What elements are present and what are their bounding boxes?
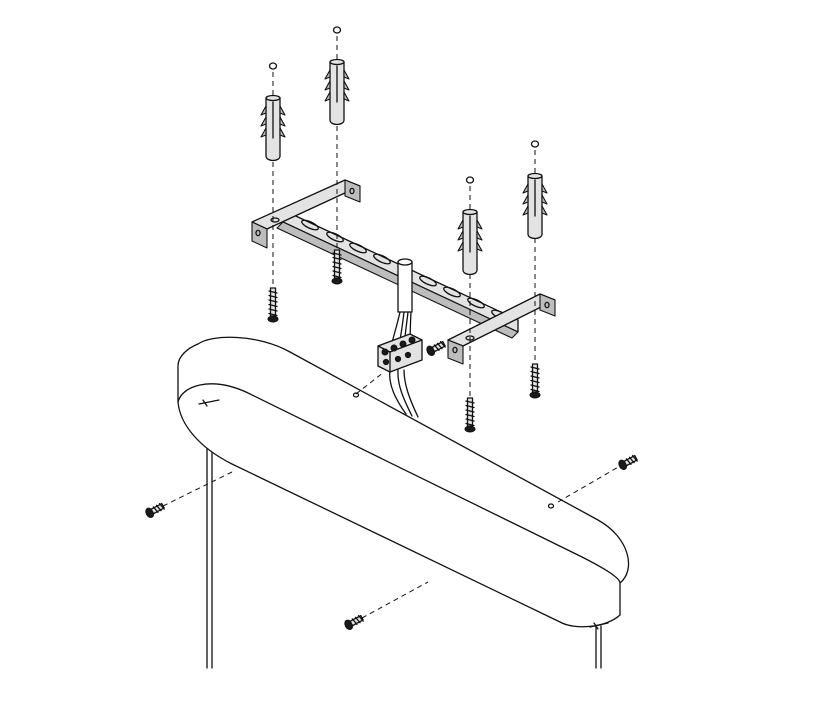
assembly-guide-lines [162,36,621,619]
bracket-screw [464,397,476,433]
bracket-screw [331,249,343,285]
side-screw [145,502,165,519]
bracket-screw [529,363,541,399]
wall-plug [457,176,483,276]
lamp-housing [177,336,630,630]
side-screw [344,614,364,631]
suspension-cable-right [595,625,602,669]
wall-plug [260,62,286,162]
terminal-block [377,333,423,373]
side-screw [618,454,638,471]
side-screw [426,340,446,357]
wall-plug [522,140,548,240]
bracket-screw [267,287,279,323]
wall-plug [324,26,350,126]
